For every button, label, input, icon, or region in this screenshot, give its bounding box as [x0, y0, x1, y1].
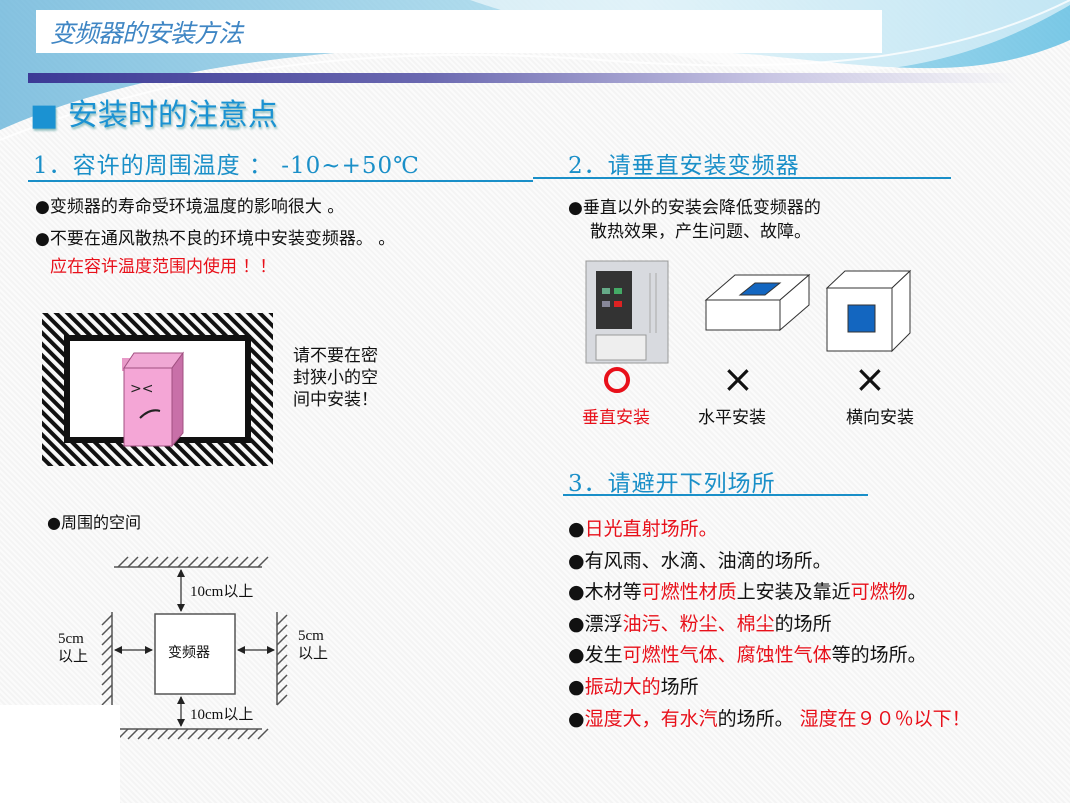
text-line: ●垂直以外的安装会降低变频器的	[568, 198, 821, 218]
avoid-location-item: ●日光直射场所。	[568, 514, 971, 546]
section1-bullet: ●变频器的寿命受环境温度的影响很大 。	[35, 197, 345, 217]
section3-underline	[563, 494, 868, 496]
mounting-orientation-images	[585, 260, 912, 364]
item-text-segment: ●发生	[568, 644, 623, 667]
option-label-sideways: 横向安装	[846, 408, 914, 428]
label-line: 5cm	[58, 631, 84, 647]
item-text-segment: 可燃物	[850, 581, 908, 604]
text-line: 散热效果，产生问题、故障。	[590, 222, 811, 242]
left-clearance-label: 5cm 以上	[58, 630, 88, 666]
ok-circle-icon	[604, 367, 630, 393]
item-text-segment: 。	[907, 581, 927, 604]
ng-cross-icon: ×	[854, 357, 886, 401]
bottom-clearance-label: 10cm以上	[190, 707, 254, 723]
horizontal-box	[704, 273, 811, 332]
inverter-photo	[585, 260, 669, 364]
section1-title: 1．容许的周围温度 ： -10~+50℃	[33, 153, 420, 179]
item-text-segment: 等的场所。	[831, 644, 927, 667]
section1-underline	[28, 180, 533, 182]
slide-title: 变频器的安装方法	[50, 19, 243, 48]
section1-bullet: ●不要在通风散热不良的环境中安装变频器。 。	[35, 229, 396, 249]
item-text-segment: 日光直射场所。	[584, 518, 718, 540]
avoid-location-item: ●发生可燃性气体、腐蚀性气体等的场所。	[568, 640, 971, 672]
avoid-location-item: ●振动大的场所	[568, 672, 971, 704]
avoid-location-item: ●有风雨、水滴、油滴的场所。	[568, 546, 971, 578]
item-text-segment: 振动大的	[584, 675, 661, 698]
item-text-segment: 上安装及靠近	[736, 581, 851, 604]
clearance-diagram	[101, 556, 288, 740]
item-text-segment: 可燃性材质	[641, 581, 737, 604]
note-line: 请不要在密	[293, 346, 378, 366]
item-text-segment: 的场所。	[717, 707, 800, 730]
label-line: 以上	[298, 646, 329, 662]
avoid-location-item: ●湿度大，有水汽的场所。 湿度在９０％以下！	[568, 704, 971, 736]
ng-cross-icon: ×	[722, 357, 754, 401]
section3-title: 3．请避开下列场所	[568, 471, 776, 497]
item-text-segment: 油污、粉尘、棉尘	[622, 612, 775, 635]
item-text-segment: ●有风雨、水滴、油滴的场所。	[568, 549, 832, 572]
item-text-segment: ●	[568, 707, 585, 730]
option-label-horizontal: 水平安装	[698, 408, 766, 428]
section-heading: ■ 安装时的注意点	[30, 98, 278, 133]
item-text-segment: ●木材等	[568, 581, 642, 604]
avoid-locations-list: ●日光直射场所。●有风雨、水滴、油滴的场所。●木材等可燃性材质上安装及靠近可燃物…	[568, 514, 971, 735]
item-text-segment: 湿度在９０％以下！	[799, 707, 971, 730]
section2-title: 2．请垂直安装变频器	[568, 153, 800, 179]
label-line: 以上	[58, 649, 89, 665]
blank-area	[0, 705, 120, 803]
option-label-vertical: 垂直安装	[582, 408, 650, 428]
enclosed-space-illustration: ><	[42, 313, 273, 466]
surrounding-space-label: ●周围的空间	[47, 513, 141, 532]
title-box	[36, 10, 882, 53]
right-clearance-label: 5cm 以上	[298, 627, 328, 663]
item-text-segment: ●	[568, 675, 585, 698]
top-clearance-label: 10cm以上	[190, 584, 254, 600]
label-line: 5cm	[298, 628, 324, 644]
item-text-segment: 的场所	[774, 612, 832, 635]
inverter-box-label: 变频器	[168, 645, 210, 661]
item-text-segment: ●	[568, 518, 585, 540]
item-text-segment: 场所	[660, 675, 699, 698]
item-text-segment: 湿度大，有水汽	[584, 707, 718, 730]
note-line: 间中安装！	[293, 390, 378, 410]
enclosed-space-note: 请不要在密 封狭小的空 间中安装！	[293, 345, 378, 411]
sideways-box	[825, 269, 912, 353]
svg-text:><: ><	[130, 381, 153, 397]
avoid-location-item: ●漂浮油污、粉尘、棉尘的场所	[568, 609, 971, 641]
item-text-segment: ●漂浮	[568, 612, 623, 635]
avoid-location-item: ●木材等可燃性材质上安装及靠近可燃物。	[568, 577, 971, 609]
section2-underline	[533, 177, 951, 179]
title-divider-bar	[28, 73, 1018, 83]
item-text-segment: 可燃性气体、腐蚀性气体	[622, 644, 832, 667]
note-line: 封狭小的空	[293, 368, 378, 388]
section2-text: ●垂直以外的安装会降低变频器的 散热效果，产生问题、故障。	[568, 196, 821, 244]
temperature-warning: 应在容许温度范围内使用 ！！	[50, 257, 277, 277]
